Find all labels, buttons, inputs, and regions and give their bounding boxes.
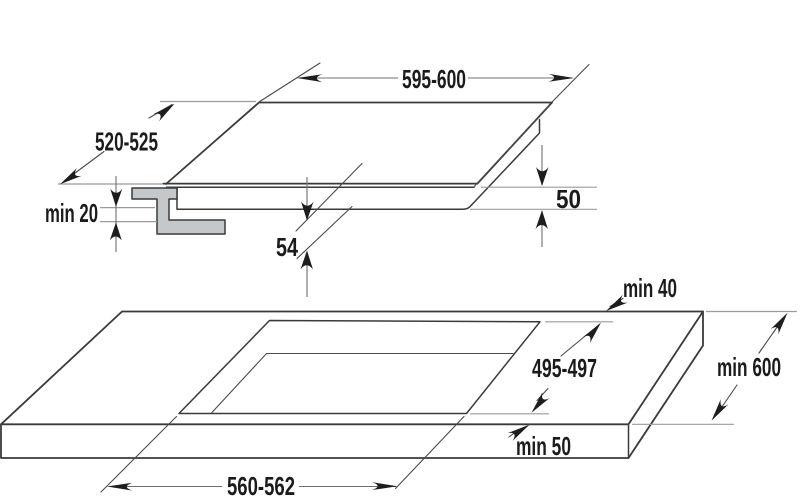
- hob-depth-label: 520-525: [95, 127, 158, 157]
- hob-height-total-label: 54: [276, 232, 298, 262]
- hob-body-outline: [176, 118, 541, 211]
- rear-clearance-label: min 40: [623, 273, 677, 303]
- dim-clamp-clearance: min 20: [45, 176, 157, 252]
- dim-hob-height-total: 54: [276, 162, 363, 297]
- extension-line: [258, 62, 321, 103]
- arrow-icon: [528, 392, 550, 416]
- worktop-drawing: [0, 310, 704, 459]
- worktop-min-depth-label: min 600: [717, 352, 781, 382]
- extension-line: [296, 205, 353, 260]
- arrow-icon: [582, 319, 605, 344]
- dim-rear-clearance: min 40: [603, 273, 677, 316]
- extension-line: [100, 415, 178, 493]
- arrow-icon: [153, 100, 178, 122]
- dim-hob-width: 595-600: [258, 62, 590, 103]
- cutout-outline: [178, 319, 541, 415]
- dim-hob-height-below: 50: [470, 145, 597, 247]
- extension-line: [394, 415, 465, 490]
- hob-height-below-label: 50: [556, 184, 581, 214]
- dimension-line: [560, 333, 588, 357]
- dim-cutout-width: 560-562: [100, 415, 465, 500]
- extension-line: [551, 63, 590, 103]
- mounting-bracket: [131, 187, 226, 235]
- worktop-side-faces: [0, 310, 704, 459]
- cutout-depth-label: 495-497: [532, 353, 597, 383]
- leader-line: [508, 432, 516, 438]
- extension-line: [295, 162, 363, 232]
- cutout-inner-wall-edges: [210, 352, 514, 414]
- dim-front-clearance: min 50: [507, 420, 571, 461]
- dimension-line: [536, 387, 549, 402]
- clamp-clearance-label: min 20: [45, 198, 98, 228]
- hob-width-label: 595-600: [402, 64, 466, 94]
- arrow-icon: [770, 310, 792, 335]
- front-clearance-label: min 50: [516, 431, 571, 461]
- dim-cutout-depth: 495-497: [470, 319, 613, 416]
- hob-drawing: [131, 101, 553, 235]
- cutout-width-label: 560-562: [227, 471, 295, 500]
- hob-glass-outline: [165, 101, 553, 185]
- dim-hob-depth: 520-525: [57, 100, 256, 189]
- dim-worktop-min-depth: min 600: [632, 310, 797, 425]
- hob-glass-right-inner-edge: [473, 105, 550, 187]
